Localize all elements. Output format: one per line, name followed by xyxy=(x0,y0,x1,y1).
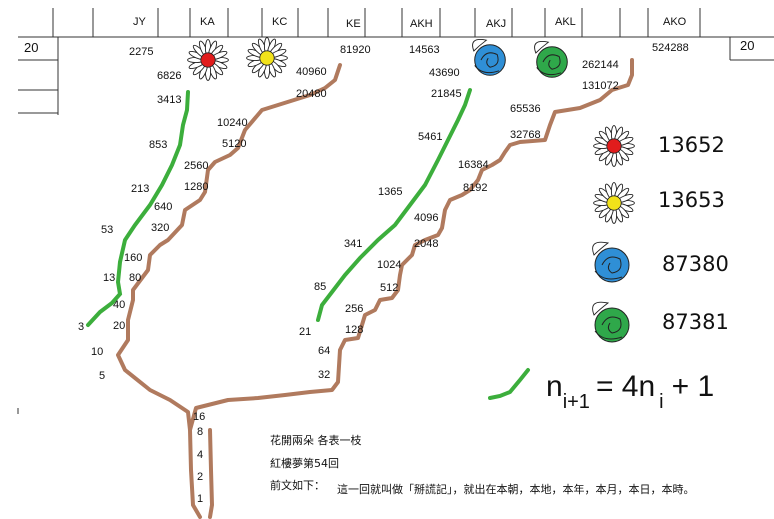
brown-value: 4096 xyxy=(414,212,439,224)
legend-red-value: 13652 xyxy=(658,133,725,157)
column-label: AKO xyxy=(663,16,687,28)
brown-value: 131072 xyxy=(582,80,619,92)
brown-value: 524288 xyxy=(652,42,689,54)
brown-value: 65536 xyxy=(510,103,541,115)
green-path-right xyxy=(316,88,472,322)
green-value: 5461 xyxy=(418,131,443,143)
brown-value: 640 xyxy=(154,201,173,213)
yellow-flower-icon xyxy=(246,37,288,79)
brown-value: 32768 xyxy=(510,129,541,141)
brown-value: 2560 xyxy=(184,160,209,172)
brown-value: 8 xyxy=(197,426,204,438)
brown-value: 80 xyxy=(129,272,142,284)
green-value: 3413 xyxy=(157,94,182,106)
green-value: 3 xyxy=(78,321,85,333)
brown-value: 40 xyxy=(113,299,126,311)
brown-value: 40960 xyxy=(296,66,327,78)
column-label: AKH xyxy=(410,18,433,30)
brown-value: 81920 xyxy=(340,44,371,56)
green-value: 53 xyxy=(101,224,114,236)
formula-lhs-sub: i+1 xyxy=(562,391,590,413)
caption-line1: 花開兩朵 各表一枝 xyxy=(270,434,362,447)
legend-yellow-value: 13653 xyxy=(658,188,725,212)
legend-green-rose-icon xyxy=(592,301,630,343)
brown-value: 32 xyxy=(318,369,331,381)
brown-value: 20480 xyxy=(296,88,327,100)
green-value: 213 xyxy=(131,183,150,195)
brown-value: 2 xyxy=(197,471,204,483)
caption-line3-text: 這一回就叫做「掰謊記」，就出在本朝，本地，本年，本月，本日，本時。 xyxy=(337,483,695,496)
green-rose-icon xyxy=(534,41,568,78)
header-grid xyxy=(17,8,774,414)
green-path-legend xyxy=(488,368,530,400)
green-value: 21 xyxy=(299,326,312,338)
column-label: KA xyxy=(200,16,215,28)
caption-line2: 紅樓夢第54回 xyxy=(270,457,339,470)
edge-label-right: 20 xyxy=(740,38,755,53)
column-label: KC xyxy=(272,16,288,28)
brown-value: 262144 xyxy=(582,59,619,71)
column-label: JY xyxy=(133,16,146,28)
green-value: 1365 xyxy=(378,186,403,198)
caption-line3-label: 前文如下： xyxy=(270,479,325,492)
brown-value: 10240 xyxy=(217,117,248,129)
brown-value: 2048 xyxy=(414,238,439,250)
red-flower-icon xyxy=(187,39,229,81)
brown-value: 320 xyxy=(151,222,170,234)
brown-value: 1280 xyxy=(184,181,209,193)
brown-value: 160 xyxy=(124,252,143,264)
formula-rhs-sub: i xyxy=(659,391,664,413)
column-label: AKJ xyxy=(486,18,507,30)
green-value: 21845 xyxy=(431,88,462,100)
formula-lhs: n xyxy=(546,370,563,403)
formula-rhs: = 4n xyxy=(595,370,656,403)
edge-label-left: 20 xyxy=(24,40,39,55)
brown-value: 10 xyxy=(91,346,104,358)
green-value: 43690 xyxy=(429,67,460,79)
brown-value: 512 xyxy=(380,282,399,294)
green-value: 341 xyxy=(344,238,363,250)
green-path-left xyxy=(86,90,190,327)
green-value: 6826 xyxy=(157,70,182,82)
brown-value: 1 xyxy=(197,493,204,505)
green-value: 2275 xyxy=(129,46,154,58)
green-value: 853 xyxy=(149,139,168,151)
blue-rose-icon xyxy=(472,39,506,76)
brown-value: 16 xyxy=(193,411,206,423)
brown-value: 4 xyxy=(197,449,204,461)
legend-green-value: 87381 xyxy=(662,310,729,334)
brown-value: 5120 xyxy=(222,138,247,150)
green-value: 14563 xyxy=(409,44,440,56)
brown-value: 5 xyxy=(99,370,106,382)
legend-blue-value: 87380 xyxy=(662,252,729,276)
brown-value: 1024 xyxy=(377,259,402,271)
green-value: 85 xyxy=(314,281,327,293)
brown-value: 64 xyxy=(318,345,331,357)
column-label: AKL xyxy=(555,16,576,28)
column-label: KE xyxy=(346,18,361,30)
brown-value: 256 xyxy=(345,303,364,315)
legend-blue-rose-icon xyxy=(592,241,630,283)
brown-value: 16384 xyxy=(458,159,489,171)
brown-value: 20 xyxy=(113,320,126,332)
brown-value: 8192 xyxy=(463,182,488,194)
legend-red-flower-icon xyxy=(593,125,635,167)
green-value: 13 xyxy=(103,272,116,284)
legend-yellow-flower-icon xyxy=(593,182,635,224)
brown-path-bottom xyxy=(208,428,215,519)
formula-tail: + 1 xyxy=(671,370,715,403)
brown-path xyxy=(116,58,634,519)
brown-value: 128 xyxy=(345,324,364,336)
